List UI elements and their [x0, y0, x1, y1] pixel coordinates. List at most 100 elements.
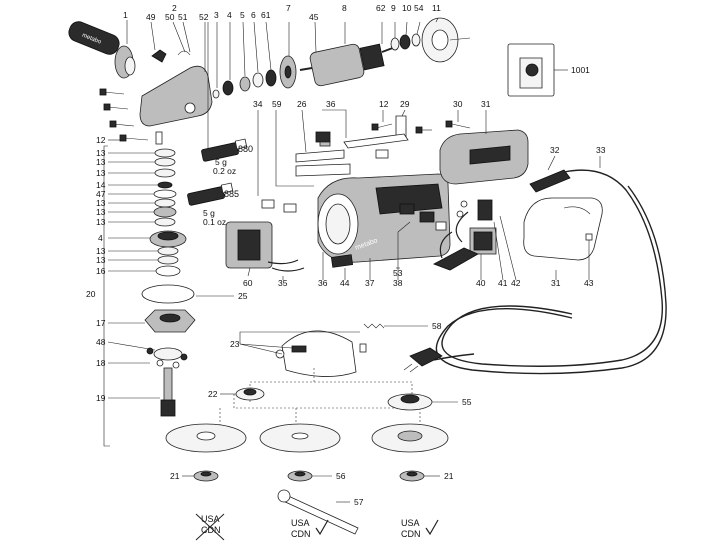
part-label: 2: [172, 3, 177, 13]
part-label: 57: [354, 497, 364, 507]
top-handle-cover: [415, 120, 529, 185]
part-label: 30: [453, 99, 463, 109]
part-label: 1001: [571, 65, 590, 75]
fan: [279, 55, 297, 89]
motor-housing: metabo: [317, 173, 451, 263]
part-label: 23: [230, 339, 240, 349]
part-label: 61: [261, 10, 271, 20]
part-label: 4: [98, 233, 103, 243]
wheel-guard: [275, 330, 367, 377]
part-label: 17: [96, 318, 106, 328]
armature: [299, 43, 399, 87]
part-label: 13: [96, 255, 106, 265]
part-label: 41: [498, 278, 508, 288]
cert-2-line1: USA: [291, 518, 310, 528]
part-label: 26: [297, 99, 307, 109]
gear-head-cover: [139, 65, 213, 127]
cert-mark-2: USA CDN: [291, 518, 329, 539]
part-label: 52: [199, 12, 209, 22]
fan-baffle: [421, 17, 471, 63]
part-label: 4: [227, 10, 232, 20]
screws-left: [99, 88, 163, 145]
part-label: 36: [326, 99, 336, 109]
part-label: 9: [391, 3, 396, 13]
part-label: 53: [393, 268, 403, 278]
part-label: 44: [340, 278, 350, 288]
lower-handle-cover: [523, 197, 603, 261]
part-label: 12: [96, 135, 106, 145]
field-coil: [225, 199, 297, 269]
part-label: 34: [253, 99, 263, 109]
part-label: 13: [96, 157, 106, 167]
part-label: 48: [96, 337, 106, 347]
power-cord: [403, 169, 667, 375]
part-label: 13: [96, 148, 106, 158]
part-label: 37: [365, 278, 375, 288]
part-label: 62: [376, 3, 386, 13]
part-label: 14: [96, 180, 106, 190]
part-label: 13: [96, 168, 106, 178]
part-label: 3: [214, 10, 219, 20]
grease-amount-alt-880: 0.2 oz: [213, 166, 236, 176]
electronics: [433, 199, 497, 271]
cert-1-line2: CDN: [201, 525, 221, 535]
check-icon: [425, 519, 439, 536]
part-label: 29: [400, 99, 410, 109]
part-label: 36: [318, 278, 328, 288]
part-label: 21: [444, 471, 454, 481]
cert-mark-1: USA CDN: [195, 513, 225, 541]
grease-tube-label-885: 885: [224, 189, 239, 199]
part-label: 59: [272, 99, 282, 109]
part-label: 25: [238, 291, 248, 301]
part-label: 35: [278, 278, 288, 288]
part-label: 8: [342, 3, 347, 13]
cert-3-line1: USA: [401, 518, 420, 528]
part-label: 1: [123, 10, 128, 20]
cert-1-line1: USA: [201, 514, 220, 524]
part-label: 51: [178, 12, 188, 22]
part-label: 18: [96, 358, 106, 368]
brush-holders: [399, 203, 447, 231]
part-label: 32: [550, 145, 560, 155]
left-stack: [141, 148, 196, 417]
part-label: 6: [251, 10, 256, 20]
bearings-row: [212, 69, 277, 99]
part-label: 42: [511, 278, 521, 288]
cert-mark-3: USA CDN: [401, 518, 439, 539]
side-handle: metabo: [68, 21, 136, 79]
cert-2-line2: CDN: [291, 529, 311, 539]
left-leaders: [103, 139, 234, 447]
grease-amount-885: 5 g: [203, 208, 215, 218]
part-label: 20: [86, 289, 96, 299]
inset-1001: [507, 43, 555, 97]
part-label: 49: [146, 12, 156, 22]
part-label: 55: [462, 397, 472, 407]
grinding-discs: [165, 423, 449, 453]
part-label: 12: [379, 99, 389, 109]
part-label: 21: [170, 471, 180, 481]
grease-tube-885: 885 5 g 0.1 oz: [187, 182, 239, 227]
part-label: 31: [551, 278, 561, 288]
part-label: 45: [309, 12, 319, 22]
part-label: 13: [96, 217, 106, 227]
part-label: 11: [432, 3, 441, 13]
part-label: 43: [584, 278, 594, 288]
part-label: 54: [414, 3, 424, 13]
part-label: 58: [432, 321, 442, 331]
part-label: 13: [96, 198, 106, 208]
bearings-right: [390, 33, 421, 51]
screws-48: [146, 347, 188, 369]
part-label: 50: [165, 12, 175, 22]
part-label: 19: [96, 393, 106, 403]
part-label: 13: [96, 207, 106, 217]
part-label: 56: [336, 471, 346, 481]
part-label: 22: [208, 389, 218, 399]
part-label: 5: [240, 10, 245, 20]
part-label: 38: [393, 278, 403, 288]
grease-tube-880: 880 5 g 0.2 oz: [201, 138, 253, 176]
part-label: 47: [96, 189, 106, 199]
part-label: 7: [286, 3, 291, 13]
check-icon: [315, 519, 329, 536]
part-label: 31: [481, 99, 491, 109]
